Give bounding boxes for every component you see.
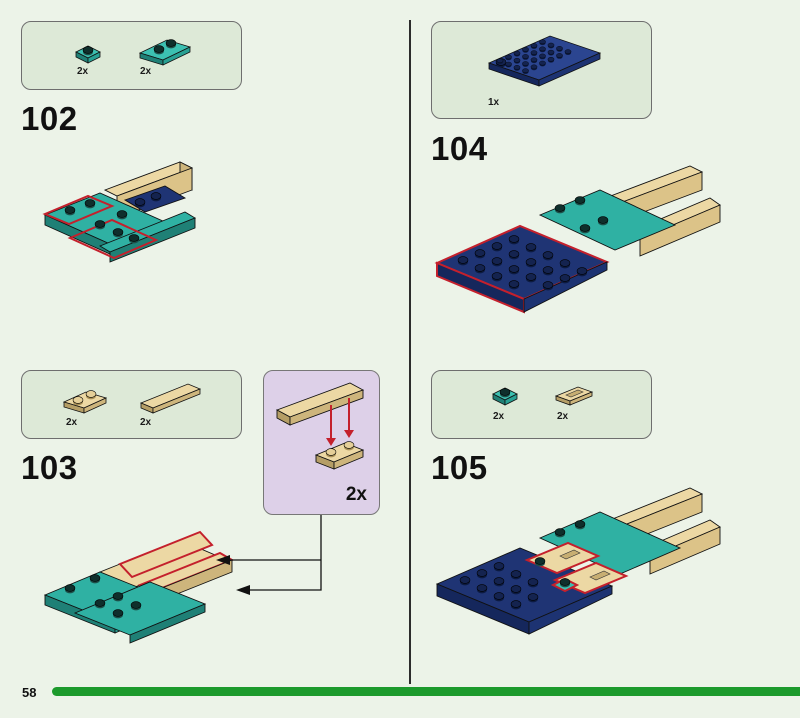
part-teal-plate-1x2 bbox=[138, 39, 192, 66]
navy-stud bbox=[522, 61, 529, 68]
navy-stud bbox=[505, 61, 512, 68]
navy-stud bbox=[547, 56, 555, 63]
navy-stud bbox=[547, 42, 555, 49]
navy-stud bbox=[564, 49, 572, 56]
part-qty: 2x bbox=[140, 417, 152, 428]
step-number: 104 bbox=[431, 130, 488, 167]
navy-stud bbox=[556, 53, 563, 59]
connector-arrows bbox=[216, 515, 322, 595]
model-step-104 bbox=[434, 165, 721, 314]
part-teal-plate-1x1 bbox=[75, 45, 101, 64]
navy-stud bbox=[530, 64, 538, 71]
parts-box-105: 2x 2x bbox=[431, 370, 652, 439]
navy-stud bbox=[530, 50, 538, 57]
page-progress-bar bbox=[52, 687, 800, 696]
callout-qty: 2x bbox=[345, 484, 367, 505]
step-number: 102 bbox=[21, 100, 78, 137]
parts-box-102: 2x 2x bbox=[21, 21, 242, 90]
navy-stud bbox=[513, 50, 521, 57]
step-number: 105 bbox=[431, 449, 488, 486]
navy-stud bbox=[522, 68, 529, 75]
part-qty: 2x bbox=[66, 417, 78, 428]
model-step-102 bbox=[42, 161, 197, 263]
part-teal-tile-1x1 bbox=[492, 387, 518, 406]
model-step-103 bbox=[43, 530, 235, 644]
callout-subassembly-drawing bbox=[275, 382, 365, 470]
navy-stud bbox=[556, 46, 563, 52]
navy-stud bbox=[539, 53, 546, 60]
navy-stud bbox=[539, 60, 546, 67]
navy-stud bbox=[547, 49, 555, 56]
part-qty: 2x bbox=[493, 411, 505, 422]
navy-stud bbox=[522, 47, 529, 53]
part-qty: 1x bbox=[488, 97, 500, 108]
parts-box-103: 2x 2x bbox=[21, 370, 242, 439]
part-tan-tile-1x4 bbox=[139, 383, 202, 414]
part-qty: 2x bbox=[140, 66, 152, 77]
column-divider bbox=[409, 20, 411, 684]
model-step-105 bbox=[435, 487, 721, 635]
part-tan-grille-tile-1x2 bbox=[554, 386, 594, 406]
page-number: 58 bbox=[22, 685, 37, 700]
navy-stud bbox=[539, 46, 546, 53]
navy-stud bbox=[530, 43, 538, 50]
navy-stud bbox=[496, 58, 504, 65]
navy-stud bbox=[539, 39, 546, 46]
part-qty: 2x bbox=[557, 411, 569, 422]
part-tan-plate-1x2 bbox=[62, 390, 108, 414]
navy-stud bbox=[530, 57, 538, 64]
part-qty: 2x bbox=[77, 66, 89, 77]
navy-stud bbox=[522, 54, 529, 60]
navy-stud bbox=[505, 54, 512, 61]
navy-stud bbox=[513, 57, 521, 64]
step-number: 103 bbox=[21, 449, 78, 486]
navy-stud bbox=[513, 65, 521, 71]
